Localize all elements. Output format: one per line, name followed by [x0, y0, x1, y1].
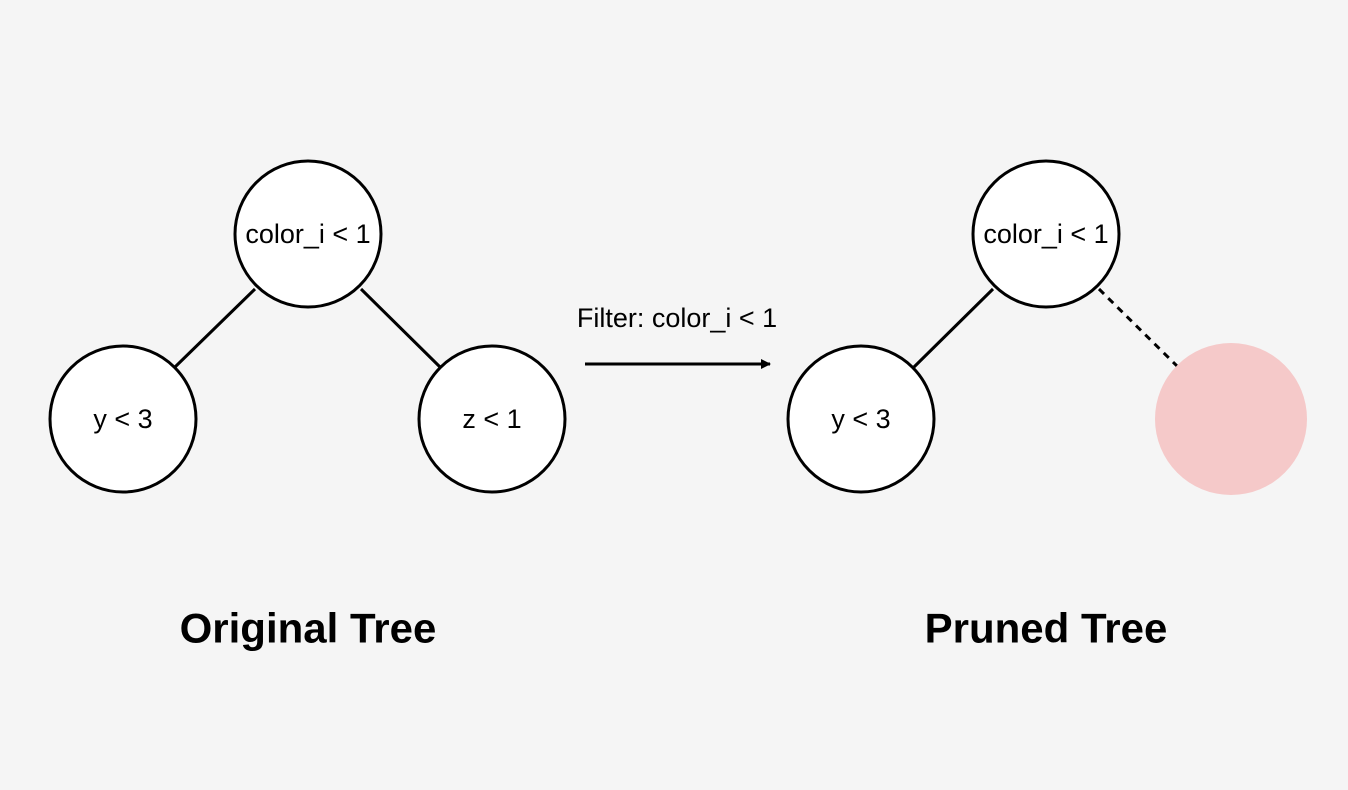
original-right-label: z < 1: [462, 404, 521, 434]
pruned-left-node: y < 3: [786, 344, 936, 494]
original-left-label: y < 3: [93, 404, 152, 434]
pruned-root-label: color_i < 1: [983, 219, 1108, 249]
original-edge-root-left: [173, 287, 257, 369]
pruned-root-node: color_i < 1: [971, 159, 1121, 309]
pruned-edge-root-left: [912, 287, 995, 369]
original-left-node: y < 3: [48, 344, 198, 494]
pruned-left-label: y < 3: [831, 404, 890, 434]
pruned-edge-root-removed: [1097, 287, 1180, 369]
original-right-node: z < 1: [417, 344, 567, 494]
original-edge-root-right: [359, 287, 442, 369]
pruned-tree: color_i < 1 y < 3 Pruned Tree: [786, 159, 1307, 652]
pruned-tree-caption: Pruned Tree: [925, 605, 1168, 652]
filter-label: Filter: color_i < 1: [577, 303, 777, 333]
original-tree: color_i < 1 y < 3 z < 1 Original Tree: [48, 159, 567, 652]
pruned-removed-node: [1155, 343, 1307, 495]
original-root-label: color_i < 1: [245, 219, 370, 249]
original-root-node: color_i < 1: [233, 159, 383, 309]
filter-transition: Filter: color_i < 1: [577, 303, 777, 369]
original-tree-caption: Original Tree: [180, 605, 437, 652]
